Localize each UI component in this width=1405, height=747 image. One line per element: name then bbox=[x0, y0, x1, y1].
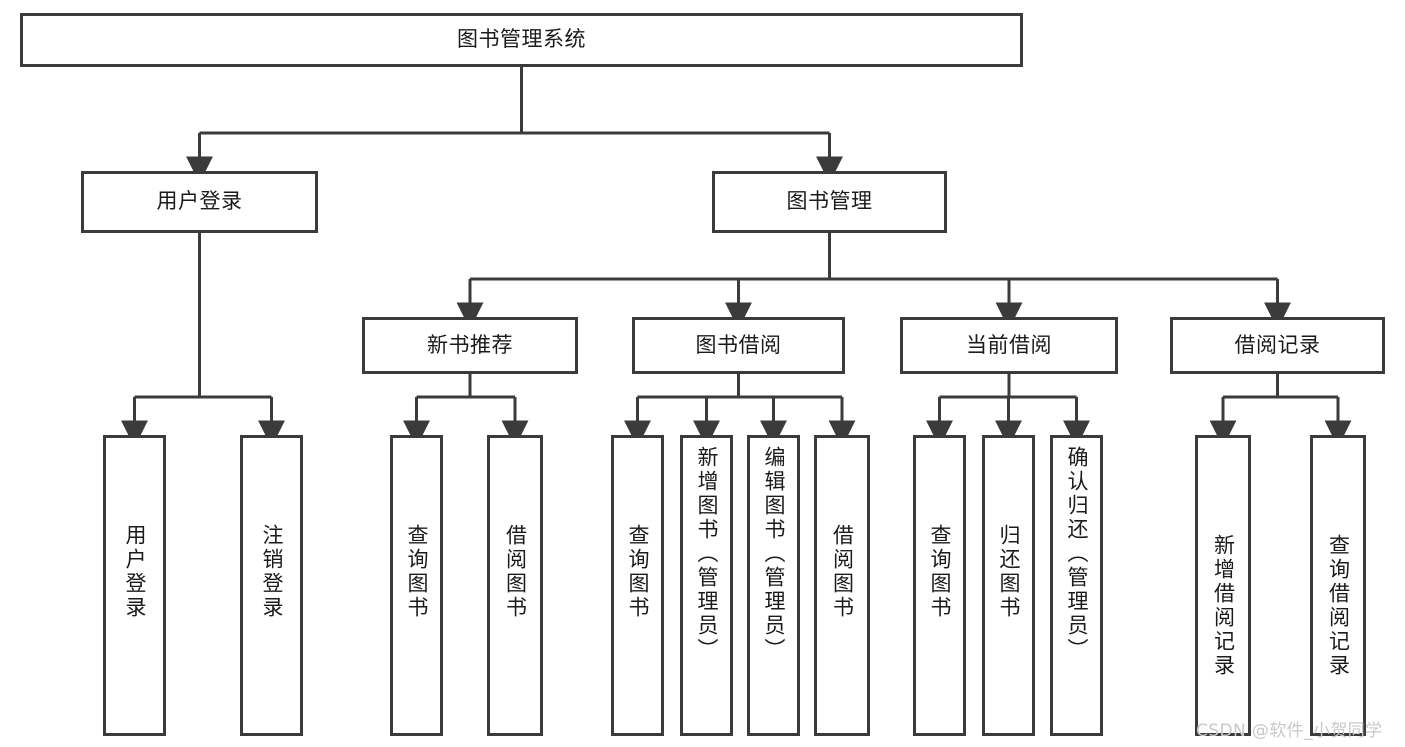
node-label: 查询图书 bbox=[626, 524, 651, 620]
node-newbook[interactable]: 新书推荐 bbox=[362, 317, 578, 374]
node-l7[interactable]: 编辑图书（管理员） bbox=[747, 435, 800, 736]
node-l5[interactable]: 查询图书 bbox=[611, 435, 664, 736]
node-label: 图书借阅 bbox=[695, 332, 782, 357]
node-label: 查询借阅记录 bbox=[1326, 534, 1351, 678]
node-bookmgmt[interactable]: 图书管理 bbox=[712, 171, 947, 233]
node-login[interactable]: 用户登录 bbox=[81, 171, 318, 233]
node-label: 借阅图书 bbox=[830, 524, 855, 620]
node-current[interactable]: 当前借阅 bbox=[900, 317, 1118, 374]
node-l2[interactable]: 注销登录 bbox=[240, 435, 303, 736]
node-label: 借阅记录 bbox=[1234, 332, 1321, 357]
node-l1[interactable]: 用户登录 bbox=[103, 435, 166, 736]
node-l6[interactable]: 新增图书（管理员） bbox=[680, 435, 733, 736]
node-label: 新增图书（管理员） bbox=[695, 446, 720, 662]
node-label: 图书管理 bbox=[786, 189, 873, 214]
node-label: 编辑图书（管理员） bbox=[762, 446, 787, 662]
node-l11[interactable]: 确认归还（管理员） bbox=[1050, 435, 1103, 736]
node-l3[interactable]: 查询图书 bbox=[390, 435, 443, 736]
node-l4[interactable]: 借阅图书 bbox=[487, 435, 543, 736]
node-label: 用户登录 bbox=[123, 524, 148, 620]
node-label: 当前借阅 bbox=[966, 332, 1052, 357]
csdn-watermark: CSDN @软件_小贺同学 bbox=[1196, 721, 1383, 741]
node-l10[interactable]: 归还图书 bbox=[982, 435, 1035, 736]
node-label: 归还图书 bbox=[997, 524, 1022, 620]
node-l13[interactable]: 查询借阅记录 bbox=[1310, 435, 1366, 736]
node-label: 用户登录 bbox=[156, 189, 243, 214]
node-l9[interactable]: 查询图书 bbox=[913, 435, 966, 736]
node-label: 新增借阅记录 bbox=[1211, 534, 1236, 678]
node-borrow[interactable]: 图书借阅 bbox=[632, 317, 845, 374]
node-root[interactable]: 图书管理系统 bbox=[20, 13, 1023, 67]
edge-group bbox=[121, 67, 1352, 448]
node-label: 查询图书 bbox=[928, 524, 953, 620]
node-label: 新书推荐 bbox=[427, 332, 513, 357]
node-label: 查询图书 bbox=[405, 524, 430, 620]
node-l12[interactable]: 新增借阅记录 bbox=[1195, 435, 1251, 736]
node-label: 图书管理系统 bbox=[457, 27, 586, 52]
node-records[interactable]: 借阅记录 bbox=[1170, 317, 1385, 374]
node-label: 借阅图书 bbox=[503, 524, 528, 620]
node-label: 注销登录 bbox=[260, 524, 285, 620]
node-label: 确认归还（管理员） bbox=[1065, 446, 1090, 662]
node-l8[interactable]: 借阅图书 bbox=[814, 435, 870, 736]
